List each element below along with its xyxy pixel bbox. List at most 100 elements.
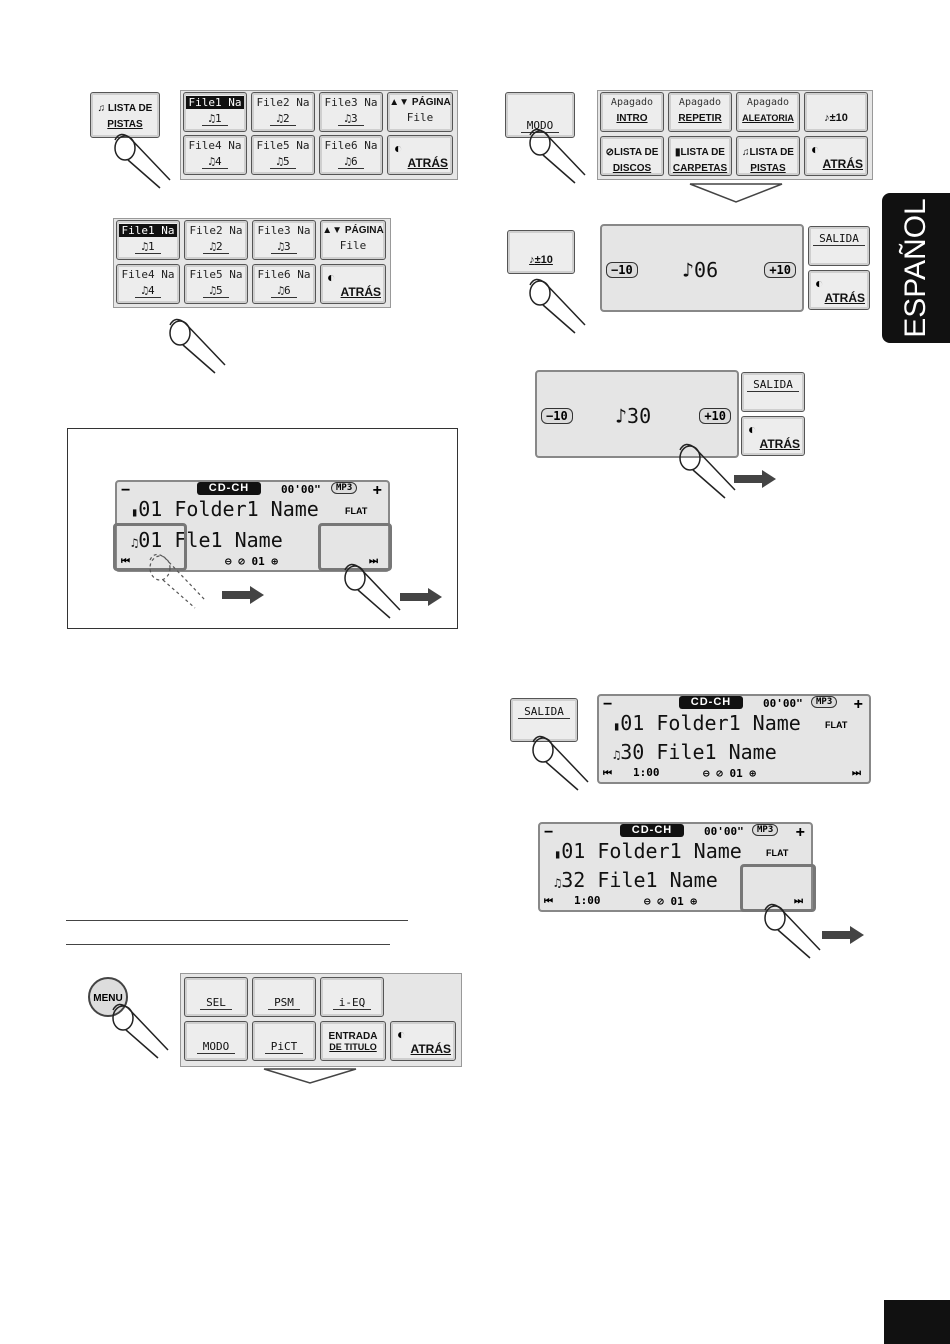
page-button-b[interactable]: ▲▼ PÁGINA File [320, 220, 386, 260]
folder-icon: ▮ [554, 847, 562, 861]
skip-back-label-1: ATRÁS [824, 291, 865, 305]
clock-icon: ◐ [394, 140, 403, 156]
disc-list-button[interactable]: ⊘LISTA DE DISCOS [600, 136, 664, 176]
folder-list-button[interactable]: ▮LISTA DE CARPETAS [668, 136, 732, 176]
skip-10-button[interactable]: ♪±10 [804, 92, 868, 132]
back-button-b[interactable]: ◐ ATRÁS [320, 264, 386, 304]
next-track-icon: ⏭ [369, 556, 378, 567]
title-entry-button[interactable]: ENTRADA DE TITULO [320, 1021, 386, 1061]
file-button-5b[interactable]: File5 Na ♫5 [184, 264, 248, 304]
source-indicator-1: CD-CH [679, 696, 743, 709]
file-name-5: File5 Na [256, 139, 310, 152]
skip-back-button-2[interactable]: ◐ ATRÁS [741, 416, 805, 456]
skip-display-2: −10 ♪30 +10 [535, 370, 739, 458]
menu-back-button[interactable]: ◐ ATRÁS [390, 1021, 456, 1061]
skip-plus-button[interactable]: +10 [764, 262, 796, 278]
intro-button[interactable]: Apagado INTRO [600, 92, 664, 132]
note-icon: ♫ [131, 536, 139, 550]
next-touch-area[interactable] [318, 523, 392, 571]
file-name-3: File3 Na [324, 96, 378, 109]
ieq-button[interactable]: i-EQ [320, 977, 384, 1017]
modo-button[interactable]: MODO [184, 1021, 248, 1061]
finger-icon [525, 125, 595, 190]
divider-line-1 [66, 920, 408, 921]
file-name-1b: File1 Na [118, 224, 178, 237]
clock-icon: ◐ [811, 141, 820, 157]
exit-key-button[interactable]: SALIDA [510, 698, 578, 742]
file-num-5: 5 [283, 155, 290, 168]
page-label: PÁGINA [411, 97, 451, 108]
random-state: Apagado [746, 97, 790, 108]
file-num-6b: 6 [284, 284, 291, 297]
plus-icon: + [795, 824, 805, 841]
skip-key-button[interactable]: ♪±10 [507, 230, 575, 274]
skip-plus-button-2[interactable]: +10 [699, 408, 731, 424]
random-button[interactable]: Apagado ALEATORIA [736, 92, 800, 132]
file-button-4[interactable]: File4 Na ♫4 [183, 135, 247, 175]
exit-button-1[interactable]: SALIDA [808, 226, 870, 266]
minus-icon: − [603, 696, 613, 713]
time-readout-1: 00'00" [763, 697, 803, 710]
file-button-6b[interactable]: File6 Na ♫6 [252, 264, 316, 304]
exit-button-2[interactable]: SALIDA [741, 372, 805, 412]
back-button[interactable]: ◐ ATRÁS [387, 135, 453, 175]
finger-icon [675, 440, 745, 505]
next-track-icon: ⏭ [794, 896, 803, 907]
menu-key[interactable]: MENU [88, 977, 128, 1017]
skip-back-button-1[interactable]: ◐ ATRÁS [808, 270, 870, 310]
pict-button[interactable]: PiCT [252, 1021, 316, 1061]
file-button-1b[interactable]: File1 Na ♫1 [116, 220, 180, 260]
pict-label: PiCT [264, 1040, 304, 1054]
repeat-label: REPETIR [678, 113, 722, 124]
file-num-1: 1 [215, 112, 222, 125]
psm-button[interactable]: PSM [252, 977, 316, 1017]
language-label: ESPAÑOL [899, 198, 932, 338]
repeat-button[interactable]: Apagado REPETIR [668, 92, 732, 132]
page-number-box [884, 1300, 950, 1344]
next-touch-area-2[interactable] [740, 864, 816, 912]
track-list-line2: PISTAS [107, 119, 143, 130]
file-button-1[interactable]: File1 Na ♫1 [183, 92, 247, 132]
mode-back-button[interactable]: ◐ ATRÁS [804, 136, 868, 176]
drag-arrow-icon [822, 926, 864, 949]
drag-arrow-icon [400, 588, 442, 611]
skip-minus-label: 10 [618, 263, 633, 277]
time-readout-2: 00'00" [704, 825, 744, 838]
file-button-4b[interactable]: File4 Na ♫4 [116, 264, 180, 304]
folder-icon: ▮ [131, 505, 139, 519]
result-display-1: CD-CH 00'00" MP3 − + ▮01 Folder1 Name FL… [597, 694, 871, 784]
file-num-4: 4 [215, 155, 222, 168]
page-sub-label-b: File [339, 239, 367, 252]
finger-icon [110, 130, 180, 195]
skip-minus-button[interactable]: −10 [606, 262, 638, 278]
result-display-2: CD-CH 00'00" MP3 − + ▮01 Folder1 Name FL… [538, 822, 813, 912]
psm-label: PSM [268, 996, 300, 1010]
file-button-5[interactable]: File5 Na ♫5 [251, 135, 315, 175]
file-button-3[interactable]: File3 Na ♫3 [319, 92, 383, 132]
skip-back-label-2: ATRÁS [759, 437, 800, 451]
file-button-3b[interactable]: File3 Na ♫3 [252, 220, 316, 260]
file-num-5b: 5 [216, 284, 223, 297]
skip-key-label: ±10 [534, 254, 553, 266]
skip-plus-label: 10 [776, 263, 791, 277]
folder-name-2: 01 Folder1 Name [561, 839, 742, 863]
sel-button[interactable]: SEL [184, 977, 248, 1017]
file-num-2: 2 [283, 112, 290, 125]
track-list-button[interactable]: ♫ LISTA DE PISTAS [90, 92, 160, 138]
example-frame [67, 428, 458, 629]
file-num-1b: 1 [148, 240, 155, 253]
note-icon: ♫ [554, 876, 562, 890]
file-num-4b: 4 [148, 284, 155, 297]
pistas-list-button[interactable]: ♫LISTA DE PISTAS [736, 136, 800, 176]
finger-icon [760, 900, 830, 965]
mode-back-label: ATRÁS [822, 157, 863, 171]
file-button-6[interactable]: File6 Na ♫6 [319, 135, 383, 175]
repeat-number: 01 [251, 555, 265, 568]
skip-minus-button-2[interactable]: −10 [541, 408, 573, 424]
file-button-2[interactable]: File2 Na ♫2 [251, 92, 315, 132]
title-entry-line2: DE TITULO [329, 1042, 377, 1052]
sound-mode-2: FLAT [766, 848, 789, 858]
file-button-2b[interactable]: File2 Na ♫2 [184, 220, 248, 260]
page-button[interactable]: ▲▼ PÁGINA File [387, 92, 453, 132]
main-display: CD-CH 00'00" MP3 − + ▮01 Folder1 Name FL… [115, 480, 390, 572]
